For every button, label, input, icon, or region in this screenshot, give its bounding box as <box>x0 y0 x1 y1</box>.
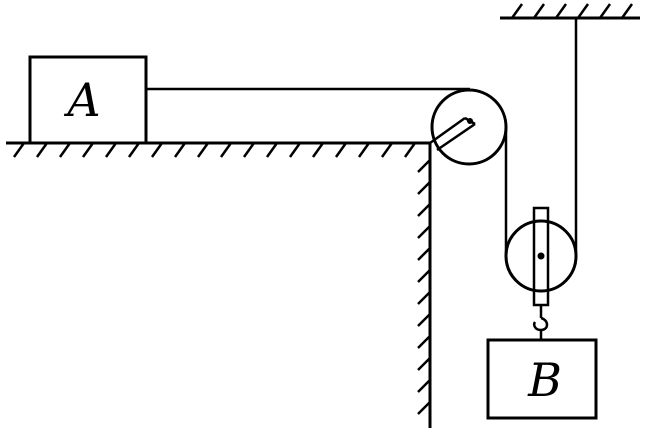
wall-hatch-mark <box>417 269 431 283</box>
table-hatch-mark <box>58 142 72 158</box>
table-surface <box>6 141 430 158</box>
movable-pulley <box>504 206 578 307</box>
ceiling-hatch-mark <box>554 3 568 19</box>
table-hatch-mark <box>104 142 118 158</box>
wall-hatch-mark <box>417 181 431 195</box>
block-a: A <box>28 55 148 145</box>
wall-hatching <box>417 159 431 415</box>
ceiling-hatch-mark <box>532 3 546 19</box>
ceiling-hatch-mark <box>510 3 524 19</box>
table-hatch-mark <box>288 142 302 158</box>
table-wall <box>417 143 432 428</box>
table-hatch-mark <box>311 142 325 158</box>
table-hatch-mark <box>196 142 210 158</box>
ceiling-hatch-mark <box>620 3 634 19</box>
fixed-pulley-axle <box>467 118 473 124</box>
table-hatching <box>12 142 417 158</box>
hook <box>533 305 549 340</box>
movable-pulley-axle <box>537 252 545 260</box>
wall-hatch-mark <box>417 401 431 415</box>
table-hatch-mark <box>173 142 187 158</box>
wall-hatch-mark <box>417 247 431 261</box>
block-b-label: B <box>527 353 562 407</box>
table-hatch-mark <box>403 142 417 158</box>
block-b: B <box>486 338 598 420</box>
wall-hatch-mark <box>417 225 431 239</box>
table-hatch-mark <box>380 142 394 158</box>
ceiling-hatching <box>510 3 634 19</box>
wall-hatch-mark <box>417 159 431 173</box>
table-hatch-mark <box>334 142 348 158</box>
wall-hatch-mark <box>417 357 431 371</box>
table-hatch-mark <box>242 142 256 158</box>
ceiling-hatch-mark <box>576 3 590 19</box>
table-hatch-mark <box>35 142 49 158</box>
table-hatch-mark <box>150 142 164 158</box>
table-hatch-mark <box>12 142 26 158</box>
block-a-label: A <box>63 73 100 127</box>
table-hatch-mark <box>265 142 279 158</box>
wall-hatch-mark <box>417 291 431 305</box>
wall-hatch-mark <box>417 379 431 393</box>
table-hatch-mark <box>357 142 371 158</box>
ceiling <box>500 3 640 20</box>
fixed-pulley <box>429 88 508 166</box>
wall-hatch-mark <box>417 335 431 349</box>
table-hatch-mark <box>127 142 141 158</box>
table-hatch-mark <box>219 142 233 158</box>
wall-hatch-mark <box>417 313 431 327</box>
wall-hatch-mark <box>417 203 431 217</box>
ceiling-hatch-mark <box>598 3 612 19</box>
table-hatch-mark <box>81 142 95 158</box>
